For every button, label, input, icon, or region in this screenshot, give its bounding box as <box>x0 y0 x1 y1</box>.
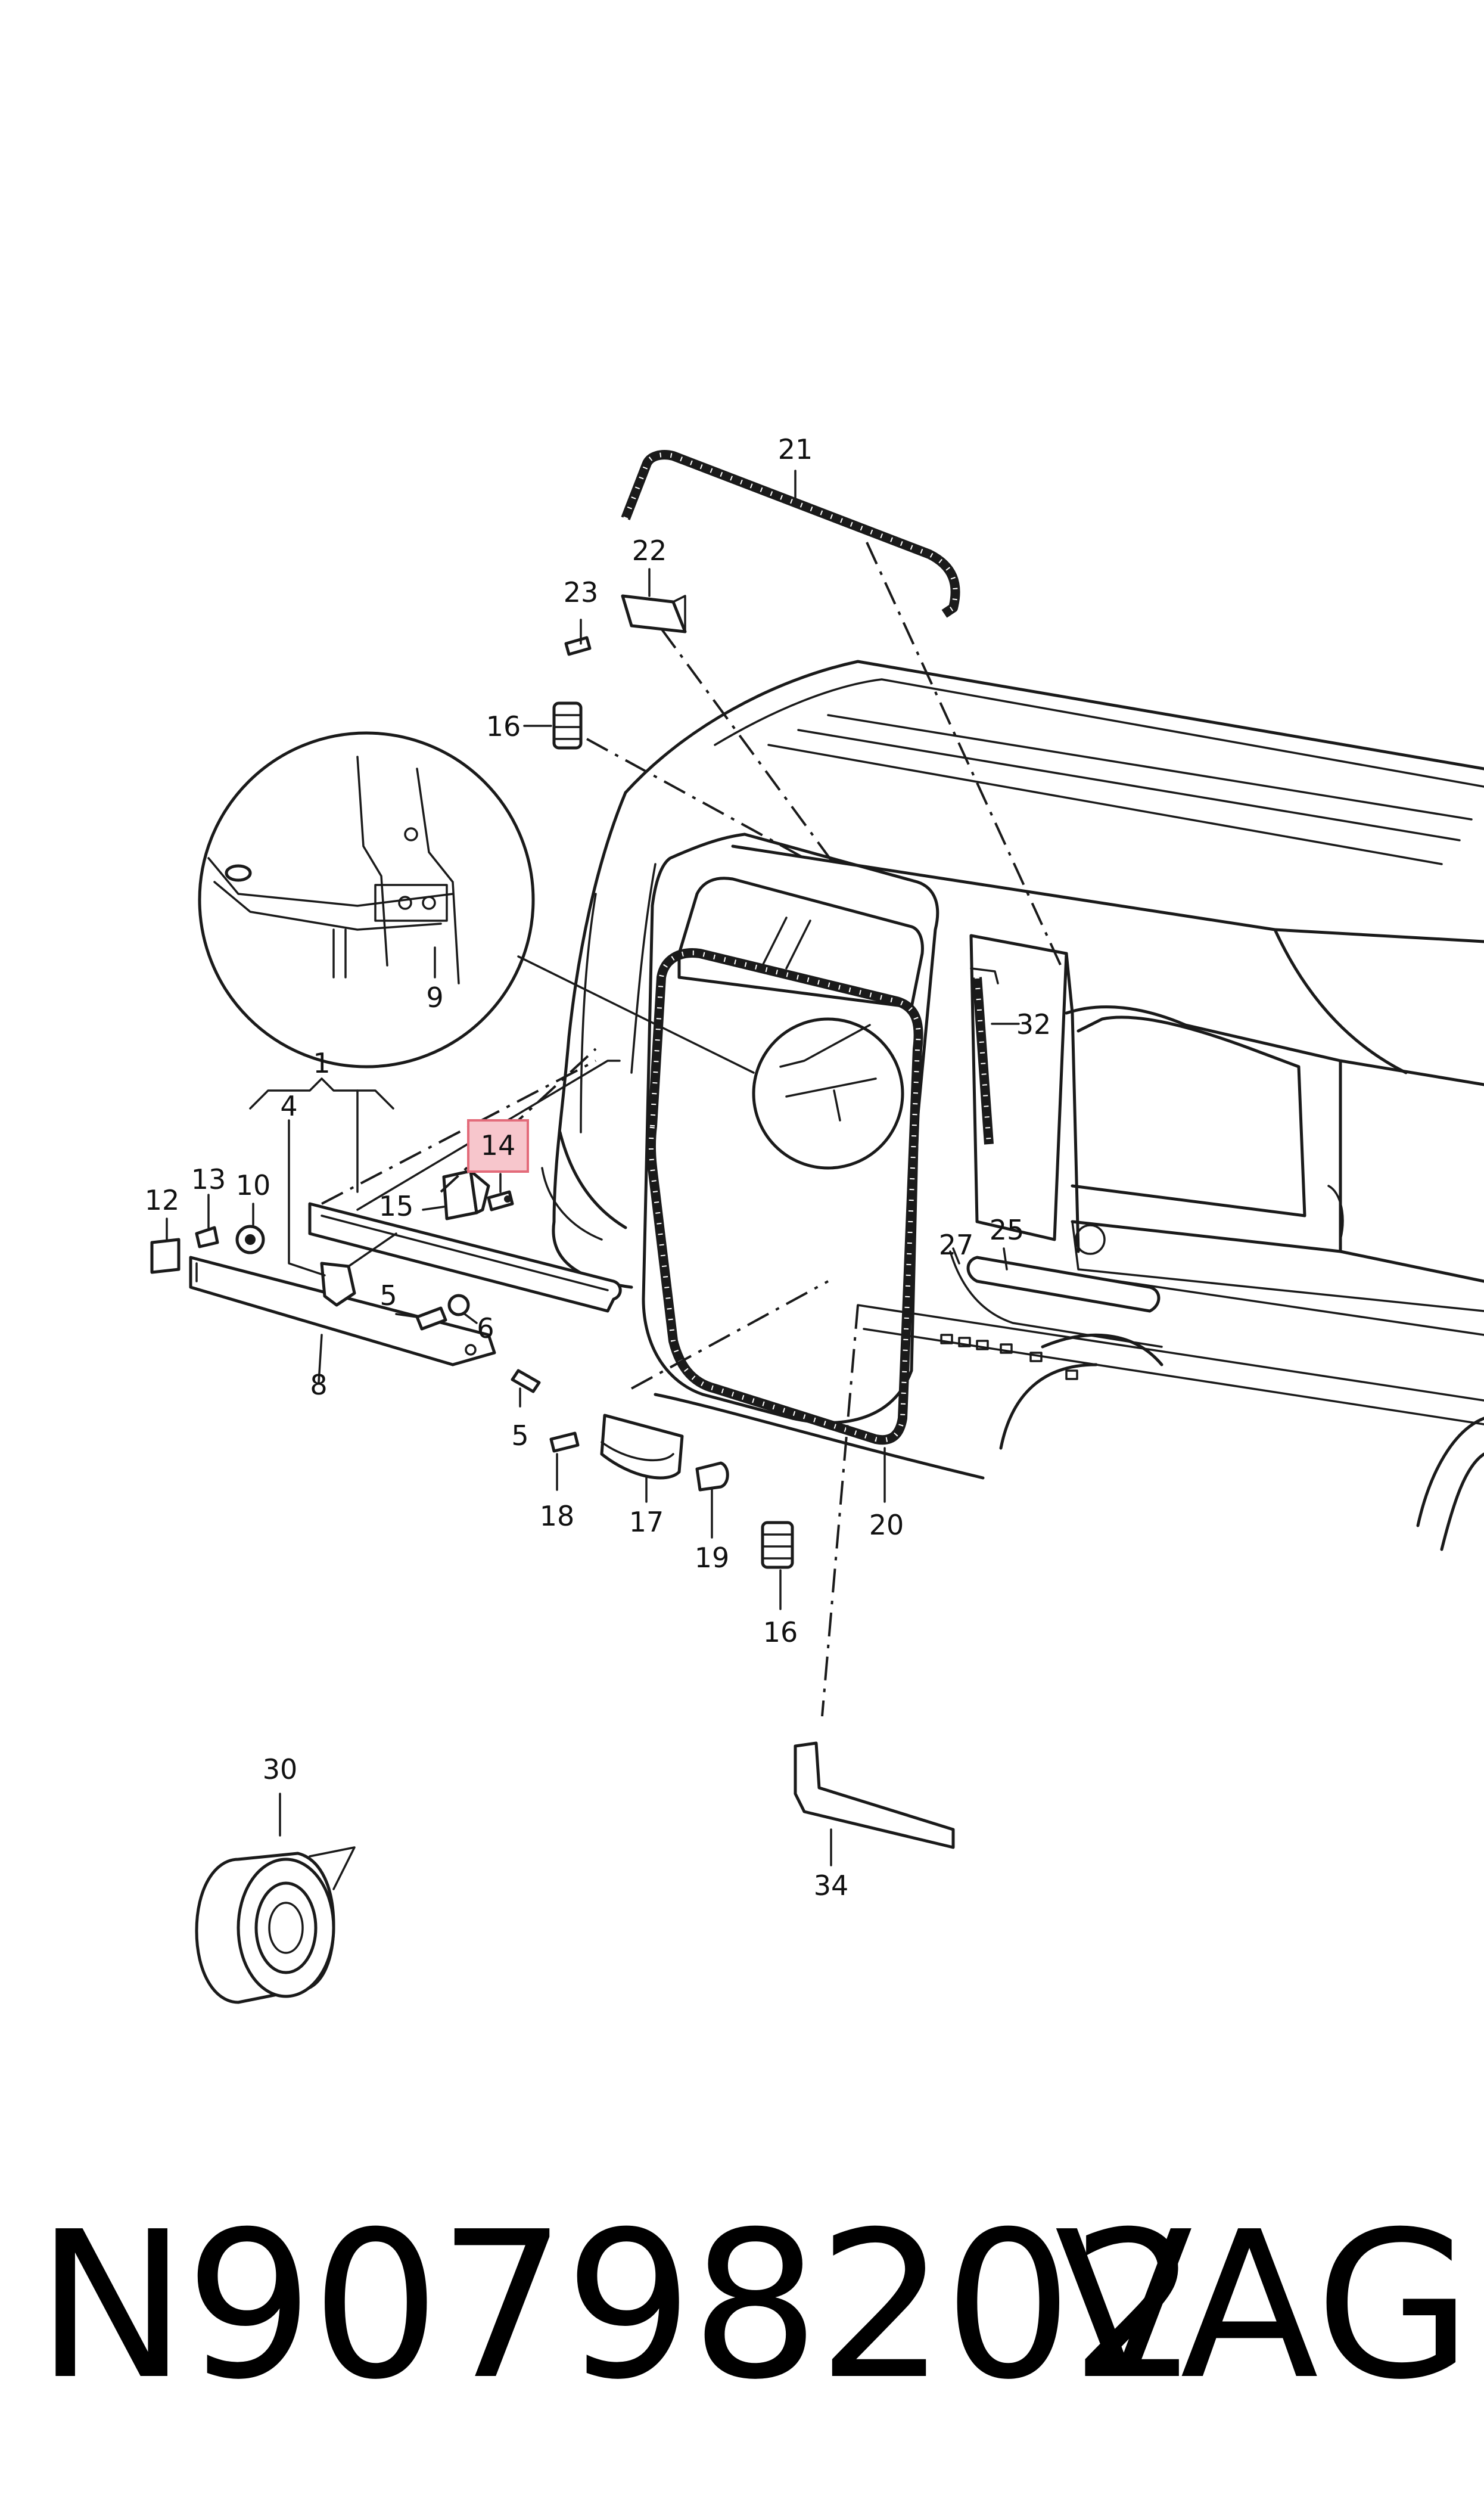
label-20: 20 <box>869 1509 904 1541</box>
label-15: 15 <box>379 1190 414 1222</box>
label-16-lower: 16 <box>763 1616 798 1648</box>
label-16-upper: 16 <box>486 710 521 743</box>
lower-rail <box>189 1202 622 1366</box>
label-30: 30 <box>263 1753 298 1785</box>
roof-seal <box>621 450 960 618</box>
label-10: 10 <box>236 1169 271 1201</box>
part-number: N90798202 <box>36 2188 1199 2424</box>
label-22: 22 <box>632 535 667 567</box>
label-6: 6 <box>477 1312 494 1344</box>
label-19: 19 <box>695 1542 730 1574</box>
label-17: 17 <box>629 1506 664 1538</box>
label-18: 18 <box>540 1500 575 1532</box>
label-21: 21 <box>778 433 813 465</box>
small-parts <box>150 594 955 2004</box>
brand-name: VAG <box>1054 2188 1472 2424</box>
label-14: 14 <box>481 1129 516 1161</box>
label-23: 23 <box>564 576 599 608</box>
parts-diagram: 1 4 5 5 6 8 9 10 12 13 14 15 16 16 17 18… <box>145 433 1484 2004</box>
label-9: 9 <box>426 981 443 1014</box>
label-13: 13 <box>191 1163 226 1195</box>
label-34: 34 <box>814 1869 849 1902</box>
parts-diagram-svg: 1 4 5 5 6 8 9 10 12 13 14 15 16 16 17 18… <box>145 433 1484 2004</box>
label-12: 12 <box>145 1184 180 1216</box>
label-32: 32 <box>1016 1008 1051 1040</box>
highlight-box <box>467 1119 529 1173</box>
label-5-upper: 5 <box>379 1279 397 1312</box>
label-4: 4 <box>280 1090 297 1122</box>
vehicle-body <box>541 660 1484 1551</box>
label-8: 8 <box>310 1369 327 1401</box>
label-1: 1 <box>313 1047 330 1079</box>
label-5-lower: 5 <box>511 1420 528 1452</box>
label-25: 25 <box>990 1214 1025 1246</box>
leader-lines <box>166 470 1065 1866</box>
label-27: 27 <box>939 1229 974 1261</box>
pillar-strip <box>970 967 999 1145</box>
callout-labels: 1 4 5 5 6 8 9 10 12 13 14 15 16 16 17 18… <box>145 433 1051 1902</box>
detail-inset <box>198 731 904 1170</box>
footer: N90798202 VAG <box>0 2181 1484 2431</box>
sill-trim <box>949 1250 1163 1348</box>
door-seal <box>646 948 923 1445</box>
